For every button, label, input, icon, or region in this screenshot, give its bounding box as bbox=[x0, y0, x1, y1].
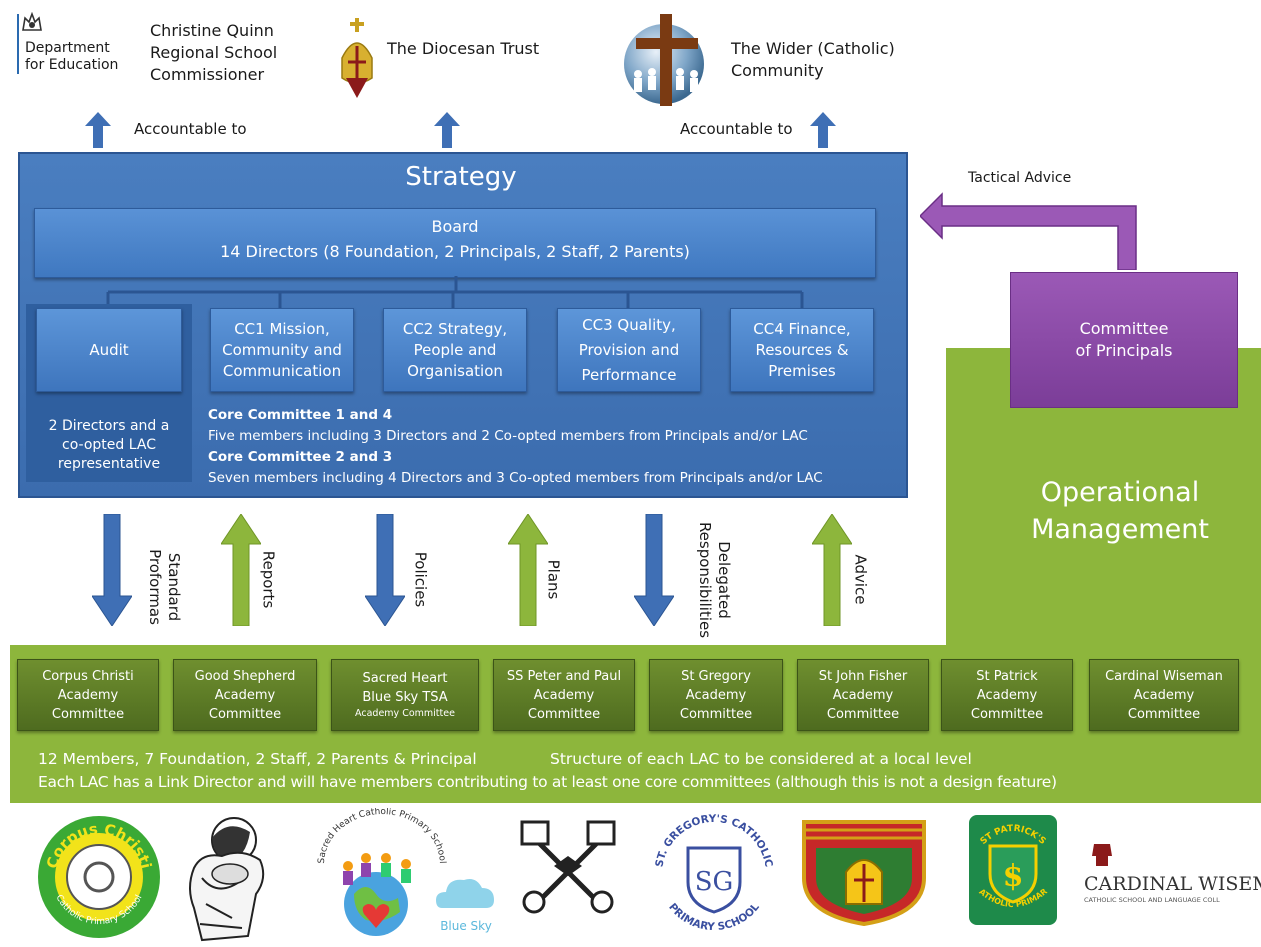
cardinal-wiseman-logo-subtext: CATHOLIC SCHOOL AND LANGUAGE COLL bbox=[1084, 896, 1220, 904]
lac-structure-text: Structure of each LAC to be considered a… bbox=[550, 750, 972, 768]
board-box: Board 14 Directors (8 Foundation, 2 Prin… bbox=[34, 208, 876, 278]
audit-box: Audit bbox=[36, 308, 182, 392]
flow-label-standard-proformas: Standard Proformas bbox=[146, 549, 183, 625]
blue-sky-logo: Blue Sky bbox=[436, 879, 494, 933]
accountable-left-label: Accountable to bbox=[134, 120, 247, 138]
diocesan-trust-label: The Diocesan Trust bbox=[387, 39, 540, 58]
accountable-right-label: Accountable to bbox=[680, 120, 793, 138]
flow-label-policies: Policies bbox=[411, 551, 430, 608]
board-title: Board bbox=[431, 217, 479, 236]
core2-desc: Seven members including 4 Directors and … bbox=[208, 470, 823, 486]
lac-members-text: 12 Members, 7 Foundation, 2 Staff, 2 Par… bbox=[38, 750, 477, 768]
cardinal-wiseman-logo: CARDINAL WISEMA CATHOLIC SCHOOL AND LANG… bbox=[1084, 844, 1261, 904]
flow-label-plans: Plans bbox=[544, 559, 563, 600]
cardinal-wiseman-logo-text: CARDINAL WISEMA bbox=[1084, 873, 1261, 895]
st-john-fisher-logo bbox=[802, 820, 926, 926]
flow-arrow-delegated-icon bbox=[634, 514, 674, 626]
dfe-logo: Department for Education bbox=[17, 10, 127, 76]
strategy-title: Strategy bbox=[405, 162, 517, 192]
board-connector bbox=[106, 276, 804, 310]
rsc-label: Christine Quinn Regional School Commissi… bbox=[150, 21, 278, 84]
blue-sky-logo-text: Blue Sky bbox=[440, 919, 492, 933]
good-shepherd-logo bbox=[189, 817, 265, 942]
tactical-advice-label: Tactical Advice bbox=[968, 170, 1072, 186]
wider-community-label: The Wider (Catholic) Community bbox=[731, 39, 895, 80]
flow-arrow-standard-proformas-icon bbox=[92, 514, 132, 626]
dfe-line2: for Education bbox=[25, 57, 119, 73]
operational-management-label: Operational Management bbox=[1031, 477, 1209, 545]
ss-peter-paul-logo bbox=[520, 820, 616, 914]
core1-title: Core Committee 1 and 4 bbox=[208, 407, 393, 423]
flow-arrow-advice-icon bbox=[812, 514, 852, 626]
flow-arrow-reports-icon bbox=[221, 514, 261, 626]
st-gregory-logo: ST. GREGORY'S CATHOLIC PRIMARY SCHOOL SG bbox=[653, 813, 774, 933]
svg-text:$: $ bbox=[1003, 859, 1024, 894]
dfe-line1: Department bbox=[25, 40, 110, 56]
flow-label-delegated: Delegated Responsibilities bbox=[696, 521, 733, 639]
st-patrick-logo: ST PATRICK'S CATHOLIC PRIMARY $ bbox=[968, 814, 1057, 925]
core-committees-text: Core Committee 1 and 4 Five members incl… bbox=[208, 405, 823, 489]
flow-label-reports: Reports bbox=[259, 550, 278, 609]
up-arrow-dfe-icon bbox=[85, 112, 111, 148]
mitre-icon bbox=[334, 18, 380, 104]
up-arrow-diocese-icon bbox=[434, 112, 460, 148]
sacred-heart-logo: Sacred Heart Catholic Primary School bbox=[317, 808, 447, 936]
flow-arrow-plans-icon bbox=[508, 514, 548, 626]
core2-title: Core Committee 2 and 3 bbox=[208, 449, 393, 465]
core1-desc: Five members including 3 Directors and 2… bbox=[208, 428, 808, 444]
corpus-christi-logo: Corpus Christi Catholic Primary School bbox=[38, 816, 160, 938]
tactical-advice-arrow-icon bbox=[920, 192, 1137, 270]
st-gregory-monogram: SG bbox=[695, 867, 734, 897]
lac-link-text: Each LAC has a Link Director and will ha… bbox=[38, 773, 1057, 791]
up-arrow-community-icon bbox=[810, 112, 836, 148]
cc4-finance-box: CC4 Finance,Resources &Premises bbox=[730, 308, 874, 392]
globe-cross-icon bbox=[618, 12, 714, 108]
audit-description: 2 Directors and a co-opted LAC represent… bbox=[48, 418, 170, 472]
flow-label-advice: Advice bbox=[851, 554, 870, 605]
dfe-crest-icon bbox=[21, 11, 43, 32]
board-subtitle: 14 Directors (8 Foundation, 2 Principals… bbox=[220, 242, 690, 261]
flow-arrow-policies-icon bbox=[365, 514, 405, 626]
